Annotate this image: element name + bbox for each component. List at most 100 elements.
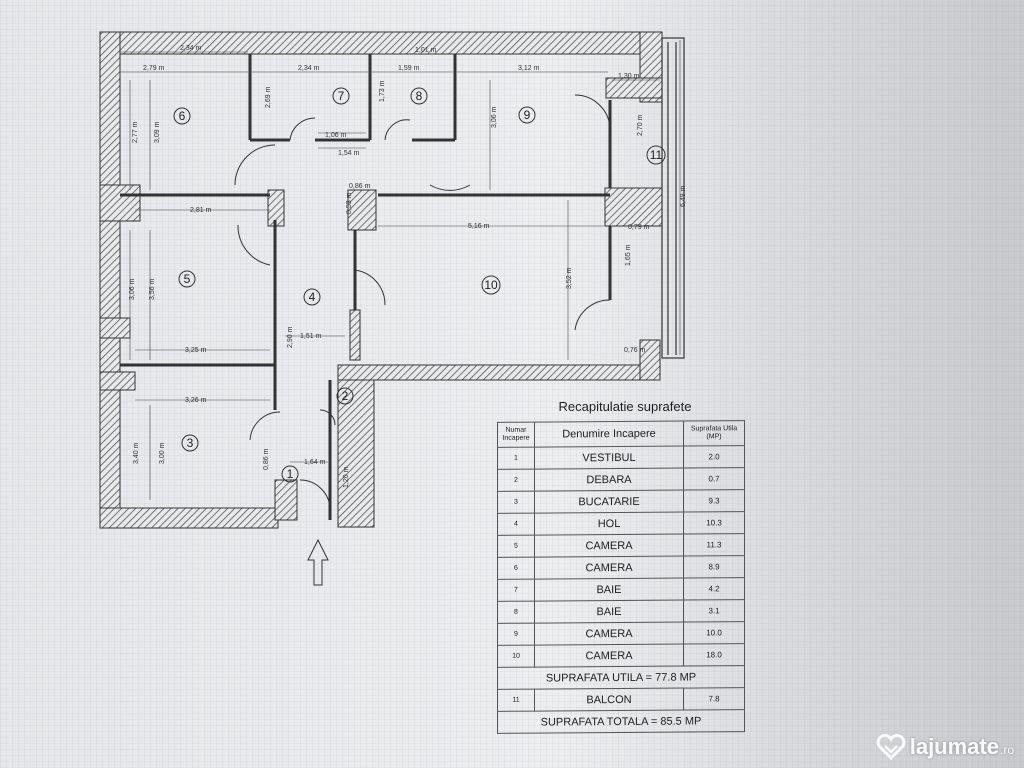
cell-area: 18.0 [683,643,745,667]
cell-nr: 2 [497,469,535,492]
cell-name: BALCON [534,688,684,712]
cell-area: 10.0 [683,621,745,645]
room-number-11: 11 [650,148,663,162]
watermark-brand: lajumate [909,734,999,759]
cell-name: VESTIBUL [534,446,684,470]
dim-label: 0,86 m [349,183,371,190]
dim-label: 1,01 m [415,47,437,54]
header-room-name: Denumire Incapere [534,421,684,448]
dim-label: 2,77 m [132,121,139,143]
dimension-labels: 2,34 m 2,79 m 2,34 m 1,01 m 1,59 m 3,12 … [129,45,687,488]
dim-label: 1,64 m [304,459,326,466]
interior-walls [120,54,612,520]
dim-label: 3,00 m [159,442,166,464]
room-number-1: 1 [287,467,294,481]
dim-label: 0,53 m [346,192,353,214]
cell-nr: 9 [497,623,535,646]
dim-label: 3,25 m [185,347,207,354]
room-marker-8 [410,87,428,105]
room-number-8: 8 [416,89,423,103]
entrance-arrow-icon [307,538,329,586]
room-marker-7 [332,87,350,105]
dim-label: 3,40 m [133,442,140,464]
cell-nr: 7 [497,579,535,602]
dim-label: 2,34 m [180,45,202,52]
dim-label: 3,06 m [129,278,136,300]
dim-label: 0,86 m [263,448,270,470]
balcony-outline [661,37,685,359]
cell-nr: 8 [497,601,535,624]
dim-label: 1,51 m [300,333,322,340]
cell-name: CAMERA [534,644,684,668]
cell-nr: 10 [497,645,535,668]
dim-label: 2,34 m [298,65,320,72]
room-marker-2 [336,387,354,405]
room-markers [173,87,666,483]
cell-name: HOL [534,512,684,536]
dim-label: 1,65 m [625,244,632,266]
dim-label: 3,56 m [149,278,156,300]
room-marker-11 [646,145,666,165]
dim-label: 2,69 m [265,86,272,108]
cell-area: 2.0 [683,445,745,469]
cell-area: 3.1 [683,599,745,623]
walls [99,31,663,529]
room-marker-6 [173,107,191,125]
cell-area: 0.7 [683,467,745,491]
watermark-logo: lajumate.ro [876,734,1014,760]
dim-label: 5,16 m [468,223,490,230]
dimension-lines [120,40,681,500]
cell-area: 11.3 [683,533,745,557]
cell-area: 8.9 [683,555,745,579]
header-room-number: Numar Incapere [497,422,535,448]
cell-nr: 11 [497,689,535,712]
room-marker-5 [178,270,196,288]
cell-area: 7.8 [683,687,745,711]
room-marker-10 [481,275,501,295]
cell-name: BUCATARIE [534,490,684,514]
dim-label: 1,06 m [325,132,347,139]
dim-label: 2,79 m [143,65,165,72]
dim-label: 1,73 m [379,80,386,102]
dim-label: 0,79 m [628,224,650,231]
room-numbers: 1 2 3 4 5 6 7 8 9 10 11 [179,89,663,481]
dim-label: 2,70 m [637,114,644,136]
room-marker-4 [303,288,321,306]
dim-label: 3,26 m [185,397,207,404]
room-number-6: 6 [179,109,186,123]
room-number-9: 9 [524,108,531,122]
table-header-row: Numar Incapere Denumire Incapere Suprafa… [497,420,745,448]
cell-name: DEBARA [534,468,684,492]
cell-nr: 5 [497,535,535,558]
dim-label: 2,81 m [190,207,212,214]
summary-total: SUPRAFATA TOTALA = 85.5 MP [497,709,745,734]
dim-label: 1,20 m [343,466,350,488]
room-number-4: 4 [309,290,316,304]
heart-logo-icon [876,734,906,760]
dim-label: 1,59 m [398,65,420,72]
balcony-row: 11 BALCON 7.8 [497,687,745,712]
room-marker-9 [518,106,536,124]
dim-label: 1,54 m [338,150,360,157]
dim-label: 3,12 m [518,65,540,72]
summary-total-row: SUPRAFATA TOTALA = 85.5 MP [497,709,745,734]
dim-label: 3,52 m [566,267,573,289]
cell-area: 4.2 [683,577,745,601]
cell-name: CAMERA [534,556,684,580]
summary-util-row: SUPRAFATA UTILA = 77.8 MP [497,665,745,690]
cell-area: 9.3 [683,489,745,513]
room-number-7: 7 [338,89,345,103]
cell-name: BAIE [534,578,684,602]
cell-name: CAMERA [534,534,684,558]
room-marker-3 [181,434,199,452]
